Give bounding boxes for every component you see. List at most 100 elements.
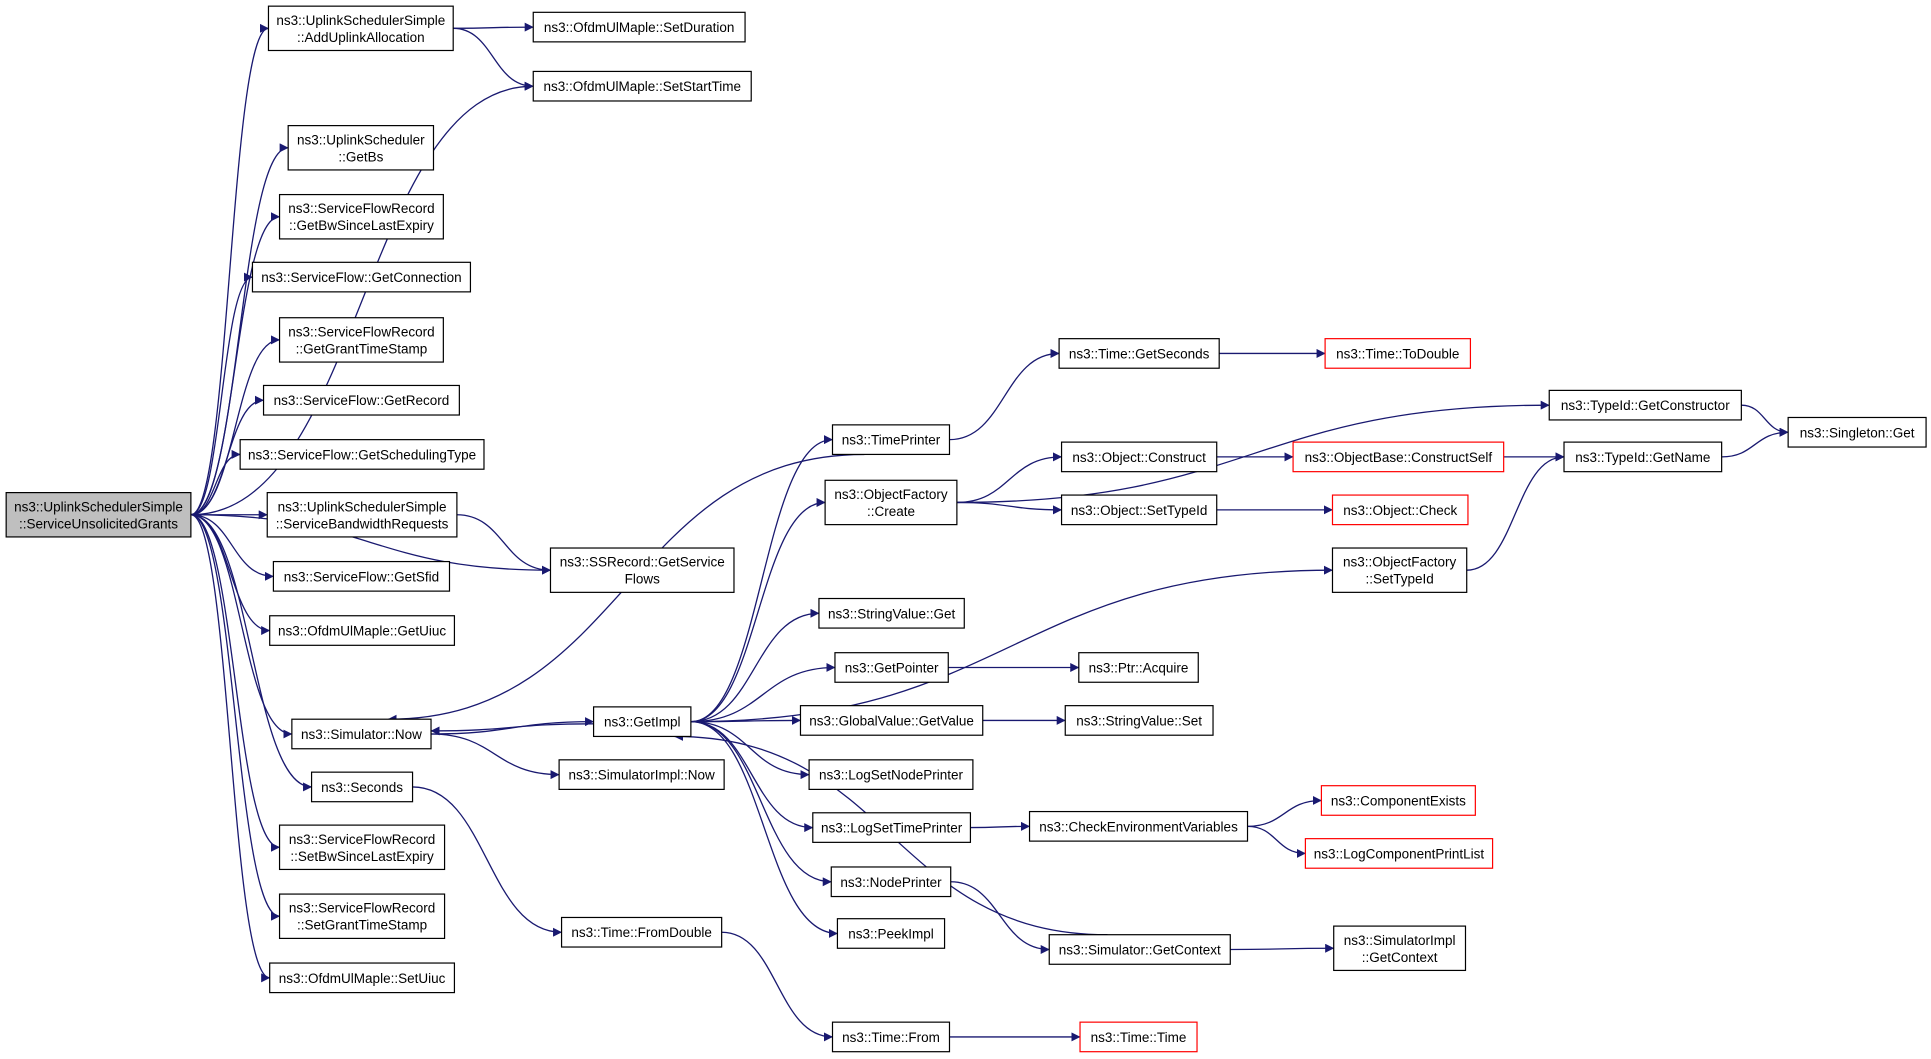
node-box[interactable] xyxy=(818,597,965,629)
node-box[interactable] xyxy=(262,384,460,416)
node-peek-impl[interactable]: ns3::PeekImpl xyxy=(836,918,946,949)
node-tid-getname[interactable]: ns3::TypeId::GetName xyxy=(1563,441,1723,473)
node-get-conn[interactable]: ns3::ServiceFlow::GetConnection xyxy=(251,261,472,293)
node-ptr-acquire[interactable]: ns3::Ptr::Acquire xyxy=(1078,652,1199,683)
node-of-settid[interactable]: ns3::ObjectFactory::SetTypeId xyxy=(1331,547,1468,593)
node-box[interactable] xyxy=(278,193,444,240)
node-objbase-cs[interactable]: ns3::ObjectBase::ConstructSelf xyxy=(1292,441,1505,473)
node-box[interactable] xyxy=(1028,810,1249,842)
node-box[interactable] xyxy=(266,492,458,538)
node-time-from[interactable]: ns3::Time::From xyxy=(831,1021,951,1053)
node-gv-getvalue[interactable]: ns3::GlobalValue::GetValue xyxy=(799,705,984,736)
node-box[interactable] xyxy=(278,893,446,940)
node-box[interactable] xyxy=(1060,494,1218,526)
node-of-create[interactable]: ns3::ObjectFactory::Create xyxy=(824,479,958,526)
node-box[interactable] xyxy=(1333,925,1467,972)
node-log-time[interactable]: ns3::LogSetTimePrinter xyxy=(812,812,972,843)
node-get-bw[interactable]: ns3::ServiceFlowRecord::GetBwSinceLastEx… xyxy=(278,193,444,240)
node-box[interactable] xyxy=(532,11,746,43)
node-set-gts[interactable]: ns3::ServiceFlowRecord::SetGrantTimeStam… xyxy=(278,893,446,940)
node-tid-getctor[interactable]: ns3::TypeId::GetConstructor xyxy=(1548,389,1742,421)
node-box[interactable] xyxy=(834,652,949,683)
node-set-bw[interactable]: ns3::ServiceFlowRecord::SetBwSinceLastEx… xyxy=(278,824,446,871)
node-box[interactable] xyxy=(824,479,958,526)
node-box[interactable] xyxy=(310,771,414,803)
node-box[interactable] xyxy=(1292,441,1505,473)
node-box[interactable] xyxy=(1060,441,1218,473)
node-box[interactable] xyxy=(831,424,951,456)
node-get-bs[interactable]: ns3::UplinkScheduler::GetBs xyxy=(287,125,435,171)
node-set-start[interactable]: ns3::OfdmUlMaple::SetStartTime xyxy=(532,70,752,102)
node-box[interactable] xyxy=(1787,416,1927,448)
node-simimpl-now[interactable]: ns3::SimulatorImpl::Now xyxy=(558,759,725,790)
node-check-env[interactable]: ns3::CheckEnvironmentVariables xyxy=(1028,810,1249,842)
node-seconds[interactable]: ns3::Seconds xyxy=(310,771,414,803)
node-time-printer[interactable]: ns3::TimePrinter xyxy=(831,424,951,456)
node-obj-check[interactable]: ns3::Object::Check xyxy=(1331,494,1469,526)
node-box[interactable] xyxy=(1079,1021,1198,1053)
node-set-uiuc[interactable]: ns3::OfdmUlMaple::SetUiuc xyxy=(269,962,456,994)
node-comp-exists[interactable]: ns3::ComponentExists xyxy=(1320,785,1476,816)
node-obj-construct[interactable]: ns3::Object::Construct xyxy=(1060,441,1218,473)
node-box[interactable] xyxy=(830,866,952,898)
node-get-uiuc[interactable]: ns3::OfdmUlMaple::GetUiuc xyxy=(269,615,456,646)
node-box[interactable] xyxy=(278,824,446,871)
node-box[interactable] xyxy=(1058,338,1220,369)
node-box[interactable] xyxy=(592,706,692,738)
node-box[interactable] xyxy=(549,547,735,593)
node-time-todouble[interactable]: ns3::Time::ToDouble xyxy=(1324,338,1472,369)
node-singleton-get[interactable]: ns3::Singleton::Get xyxy=(1787,416,1927,448)
node-box[interactable] xyxy=(278,317,444,363)
node-box[interactable] xyxy=(560,916,723,948)
node-time-getsec[interactable]: ns3::Time::GetSeconds xyxy=(1058,338,1220,369)
node-log-node[interactable]: ns3::LogSetNodePrinter xyxy=(808,759,974,790)
node-box[interactable] xyxy=(5,492,192,538)
node-box[interactable] xyxy=(1048,934,1231,965)
node-box[interactable] xyxy=(291,718,432,750)
node-from-double[interactable]: ns3::Time::FromDouble xyxy=(560,916,723,948)
node-box[interactable] xyxy=(1320,785,1476,816)
node-box[interactable] xyxy=(808,759,974,790)
node-box[interactable] xyxy=(272,560,451,592)
node-sv-get[interactable]: ns3::StringValue::Get xyxy=(818,597,965,629)
node-node-printer[interactable]: ns3::NodePrinter xyxy=(830,866,952,898)
node-box[interactable] xyxy=(799,705,984,736)
node-box[interactable] xyxy=(1331,494,1469,526)
node-get-sfid[interactable]: ns3::ServiceFlow::GetSfid xyxy=(272,560,451,592)
node-box[interactable] xyxy=(1331,547,1468,593)
node-box[interactable] xyxy=(251,261,472,293)
node-sim-now[interactable]: ns3::Simulator::Now xyxy=(291,718,432,750)
node-root[interactable]: ns3::UplinkSchedulerSimple::ServiceUnsol… xyxy=(5,492,192,538)
node-box[interactable] xyxy=(1064,705,1214,736)
node-box[interactable] xyxy=(831,1021,951,1053)
node-get-rec[interactable]: ns3::ServiceFlow::GetRecord xyxy=(262,384,460,416)
node-box[interactable] xyxy=(269,962,456,994)
node-log-comp-list[interactable]: ns3::LogComponentPrintList xyxy=(1304,838,1494,869)
node-get-ptr[interactable]: ns3::GetPointer xyxy=(834,652,949,683)
node-box[interactable] xyxy=(1078,652,1199,683)
node-box[interactable] xyxy=(812,812,972,843)
node-box[interactable] xyxy=(239,439,485,470)
node-get-gts[interactable]: ns3::ServiceFlowRecord::GetGrantTimeStam… xyxy=(278,317,444,363)
node-simimpl-getctx[interactable]: ns3::SimulatorImpl::GetContext xyxy=(1333,925,1467,972)
node-get-sched[interactable]: ns3::ServiceFlow::GetSchedulingType xyxy=(239,439,485,470)
node-sv-set[interactable]: ns3::StringValue::Set xyxy=(1064,705,1214,736)
node-add-ul[interactable]: ns3::UplinkSchedulerSimple::AddUplinkAll… xyxy=(267,5,454,52)
node-box[interactable] xyxy=(1548,389,1742,421)
node-set-dur[interactable]: ns3::OfdmUlMaple::SetDuration xyxy=(532,11,746,43)
node-box[interactable] xyxy=(1563,441,1723,473)
node-obj-settid[interactable]: ns3::Object::SetTypeId xyxy=(1060,494,1218,526)
node-time-time[interactable]: ns3::Time::Time xyxy=(1079,1021,1198,1053)
node-svc-bw[interactable]: ns3::UplinkSchedulerSimple::ServiceBandw… xyxy=(266,492,458,538)
node-box[interactable] xyxy=(269,615,456,646)
node-box[interactable] xyxy=(287,125,435,171)
node-box[interactable] xyxy=(532,70,752,102)
node-box[interactable] xyxy=(836,918,946,949)
node-box[interactable] xyxy=(1324,338,1472,369)
node-box[interactable] xyxy=(1304,838,1494,869)
node-get-impl[interactable]: ns3::GetImpl xyxy=(592,706,692,738)
node-sim-getctx[interactable]: ns3::Simulator::GetContext xyxy=(1048,934,1231,965)
node-box[interactable] xyxy=(267,5,454,52)
node-box[interactable] xyxy=(558,759,725,790)
